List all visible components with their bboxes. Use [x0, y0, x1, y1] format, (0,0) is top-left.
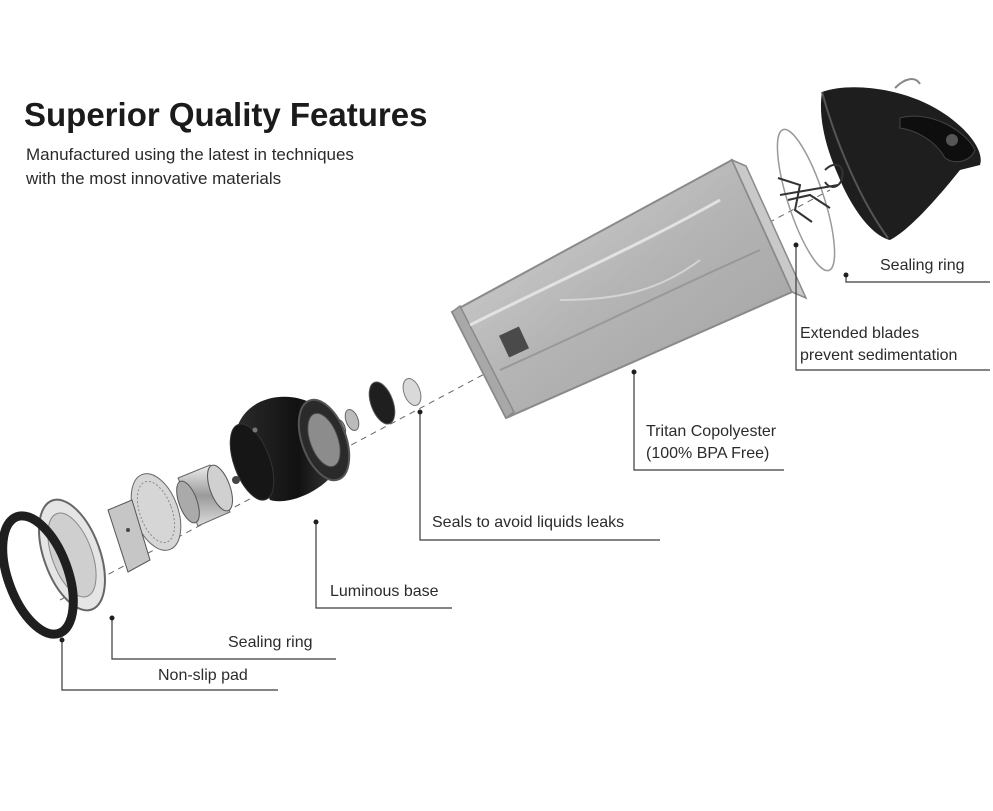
- page-title: Superior Quality Features: [24, 96, 428, 133]
- callout-non-slip-pad: [61, 640, 278, 691]
- page-subtitle: Manufactured using the latest in techniq…: [26, 143, 354, 191]
- non-slip-pad-part: [0, 511, 78, 639]
- label-tritan-line-2: (100% BPA Free): [646, 445, 770, 462]
- subtitle-line-2: with the most innovative materials: [26, 169, 282, 188]
- luminous-base-part: [229, 396, 351, 502]
- callout-tritan: [633, 372, 784, 471]
- label-non-slip-pad: Non-slip pad: [158, 667, 248, 684]
- callout-luminous-base: [315, 522, 452, 609]
- label-extended-blades: Extended blades prevent sedimentation: [800, 323, 957, 367]
- extended-blades-part: [777, 163, 844, 223]
- cup-body-part: [450, 158, 808, 420]
- motor-part: [176, 464, 240, 527]
- callout-sealing-ring-bottom: [111, 618, 336, 660]
- callout-dots: [59, 242, 849, 643]
- label-luminous-base: Luminous base: [330, 583, 439, 600]
- subtitle-line-1: Manufactured using the latest in techniq…: [26, 145, 354, 164]
- label-sealing-ring-top: Sealing ring: [880, 257, 965, 274]
- label-extended-blades-line-2: prevent sedimentation: [800, 347, 958, 364]
- label-tritan: Tritan Copolyester (100% BPA Free): [646, 421, 776, 465]
- lid-part: [820, 78, 981, 240]
- label-sealing-ring-bottom: Sealing ring: [228, 634, 313, 651]
- bottom-cover-part: [38, 498, 106, 612]
- label-tritan-line-1: Tritan Copolyester: [646, 423, 777, 440]
- lid-sealing-ring-part: [776, 128, 836, 272]
- label-extended-blades-line-1: Extended blades: [800, 325, 920, 342]
- callout-extended-blades: [795, 245, 990, 371]
- seal-hub-part: [333, 378, 422, 438]
- callout-seals: [419, 412, 660, 541]
- circuit-board-part: [107, 473, 182, 573]
- label-seals: Seals to avoid liquids leaks: [432, 514, 625, 531]
